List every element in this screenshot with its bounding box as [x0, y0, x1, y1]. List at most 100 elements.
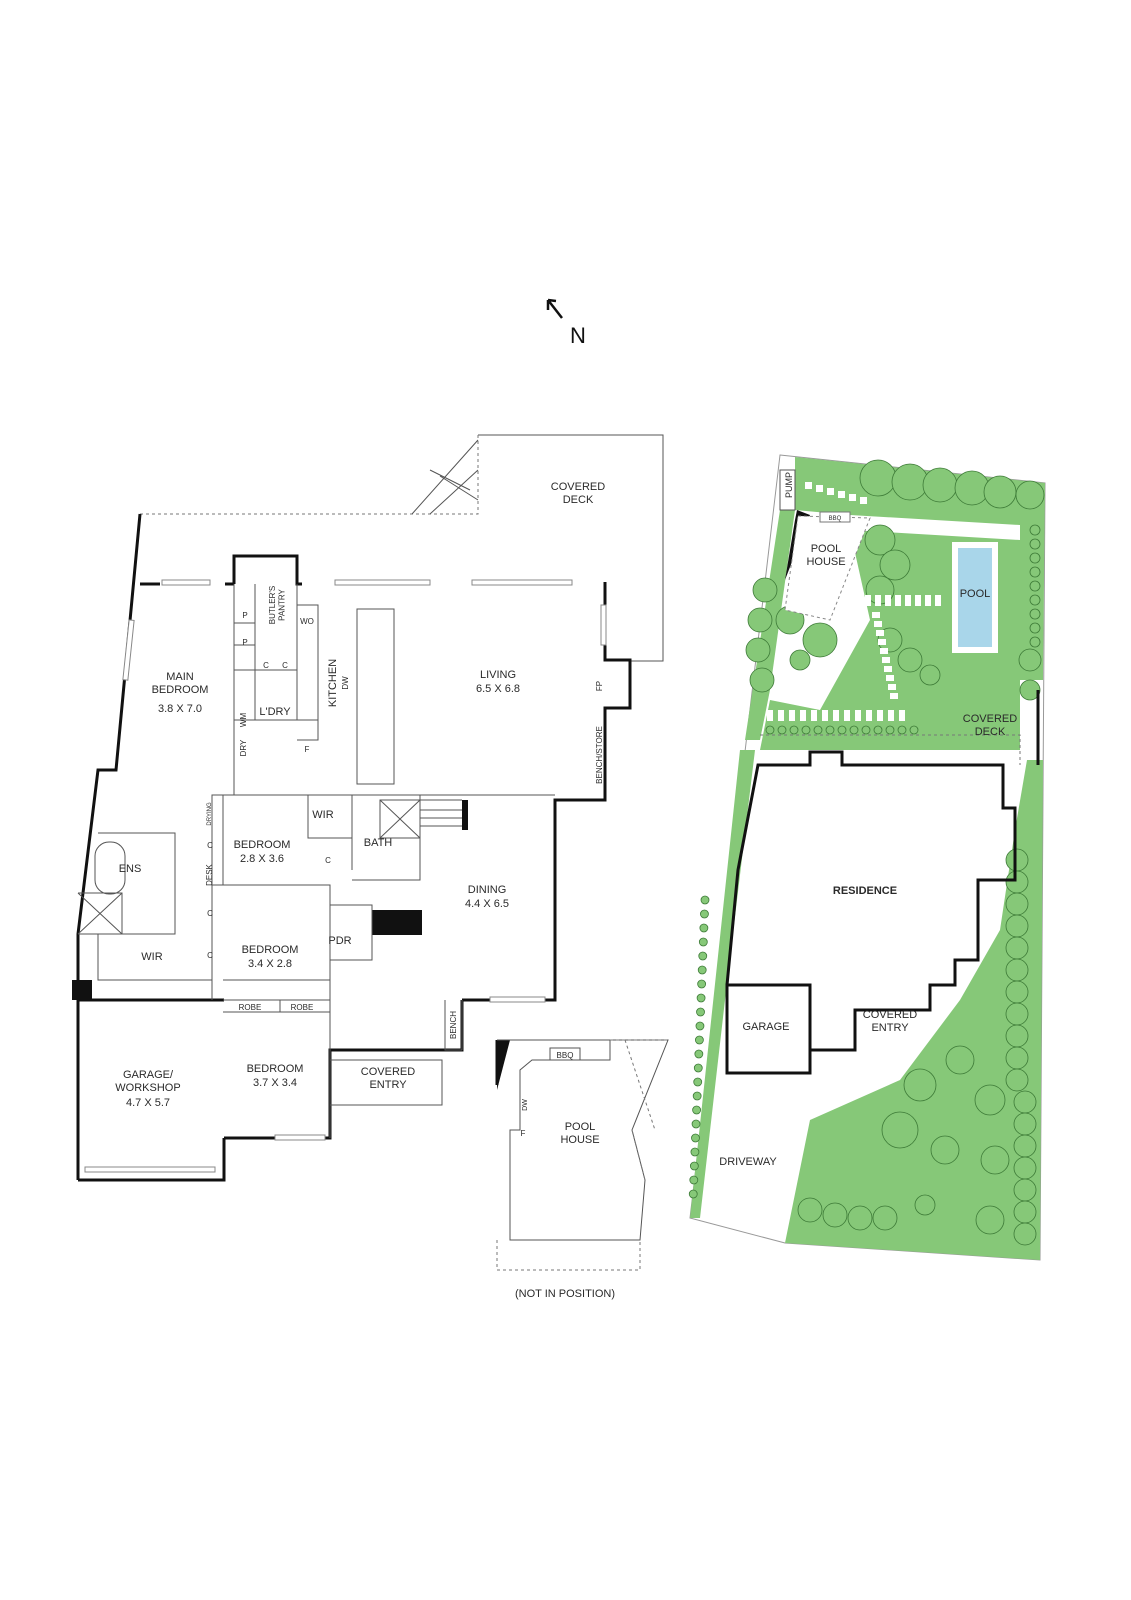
tree-icon: [1005, 1046, 1029, 1070]
tree-icon: [885, 725, 895, 735]
fixture-pantry-2: P: [242, 638, 247, 647]
tree-icon: [697, 965, 707, 975]
fixture-hall-cupboard-3: C: [207, 951, 213, 960]
tree-icon: [1005, 958, 1029, 982]
pool-house-fridge-label: F: [521, 1129, 526, 1138]
tree-icon: [891, 463, 929, 501]
fixture-dishwasher: DW: [341, 676, 350, 690]
stepping-stone: [874, 621, 882, 627]
tree-icon: [689, 1175, 699, 1185]
tree-icon: [1013, 1222, 1037, 1246]
tree-icon: [765, 725, 775, 735]
tree-icon: [1018, 648, 1042, 672]
tree-icon: [1029, 580, 1041, 592]
fixture-desk: DESK: [205, 863, 214, 885]
room-label-kitchen: KITCHEN: [327, 659, 339, 707]
tree-icon: [696, 1007, 705, 1017]
room-label-powder-room: PDR: [328, 935, 351, 947]
fixture-cupboard-1: C: [263, 661, 269, 670]
stepping-stone: [811, 710, 817, 721]
fixture-hall-cupboard-1: C: [207, 841, 213, 850]
fixture-pantry-1: P: [242, 611, 247, 620]
tree-icon: [688, 1189, 698, 1199]
fixture-robe-2: ROBE: [291, 1003, 314, 1012]
tree-icon: [897, 647, 923, 673]
tree-icon: [1029, 552, 1041, 564]
stepping-stone: [866, 710, 872, 721]
stepping-stone: [860, 497, 867, 504]
fireplace-block: [372, 910, 422, 935]
tree-icon: [691, 1119, 701, 1129]
room-size-dining: 4.4 X 6.5: [465, 898, 509, 910]
stepping-stone: [833, 710, 839, 721]
fixture-bedroom-cupboard: C: [325, 856, 331, 865]
tree-icon: [974, 1084, 1006, 1116]
tree-icon: [802, 622, 838, 658]
tree-icon: [693, 1063, 703, 1073]
fixture-bench: BENCH: [449, 1011, 458, 1039]
stepping-stone: [778, 710, 784, 721]
pool-house-bbq-label: BBQ: [557, 1051, 574, 1060]
tree-icon: [797, 1197, 823, 1223]
room-size-bedroom-4: 3.7 X 3.4: [253, 1077, 297, 1089]
stepping-stone: [915, 595, 921, 606]
room-size-main-bedroom: 3.8 X 7.0: [158, 703, 202, 715]
room-size-bedroom-3: 3.4 X 2.8: [248, 958, 292, 970]
site-label-bbq: BBQ: [829, 516, 842, 522]
tree-icon: [789, 649, 811, 671]
stepping-stone: [876, 630, 884, 636]
site-label-pool: POOL: [960, 588, 991, 600]
stepping-stone: [800, 710, 806, 721]
tree-icon: [1019, 679, 1041, 701]
tree-icon: [1029, 538, 1041, 550]
fixture-cupboard-2: C: [282, 661, 288, 670]
stepping-stone: [877, 710, 883, 721]
stepping-stone: [767, 710, 773, 721]
tree-icon: [1013, 1112, 1037, 1136]
stepping-stone: [925, 595, 931, 606]
room-label-bedroom-3: BEDROOM: [242, 944, 299, 956]
stepping-stone: [822, 710, 828, 721]
tree-icon: [825, 725, 835, 735]
stepping-stone: [878, 639, 886, 645]
room-label-wir-bed2: WIR: [312, 809, 333, 821]
tree-icon: [1005, 1024, 1029, 1048]
tree-icon: [864, 524, 896, 556]
stepping-stone: [935, 595, 941, 606]
tree-icon: [789, 725, 799, 735]
compass-label: N: [570, 323, 586, 348]
tree-icon: [980, 1145, 1010, 1175]
tree-icon: [822, 1202, 848, 1228]
stepping-stone: [789, 710, 795, 721]
tree-icon: [698, 951, 708, 961]
fixture-dryer: DRY: [239, 739, 248, 756]
tree-icon: [897, 725, 907, 735]
tree-icon: [1013, 1134, 1037, 1158]
tree-icon: [700, 895, 710, 905]
tree-icon: [1005, 1068, 1029, 1092]
room-label-butlers-pantry: BUTLER'SPANTRY: [268, 586, 287, 624]
tree-icon: [1013, 1178, 1037, 1202]
tree-icon: [801, 725, 811, 735]
room-size-garage: 4.7 X 5.7: [126, 1097, 170, 1109]
tree-icon: [909, 725, 919, 735]
tree-icon: [1005, 892, 1029, 916]
room-label-bedroom-2: BEDROOM: [234, 839, 291, 851]
stepping-stone: [875, 595, 881, 606]
stepping-stone: [805, 482, 812, 489]
stepping-stone: [890, 693, 898, 699]
tree-icon: [697, 979, 707, 989]
tree-icon: [1013, 1156, 1037, 1180]
tree-icon: [700, 909, 709, 919]
stepping-stone: [885, 595, 891, 606]
fixture-fridge: F: [305, 745, 310, 754]
room-size-living: 6.5 X 6.8: [476, 683, 520, 695]
tree-icon: [699, 923, 709, 933]
